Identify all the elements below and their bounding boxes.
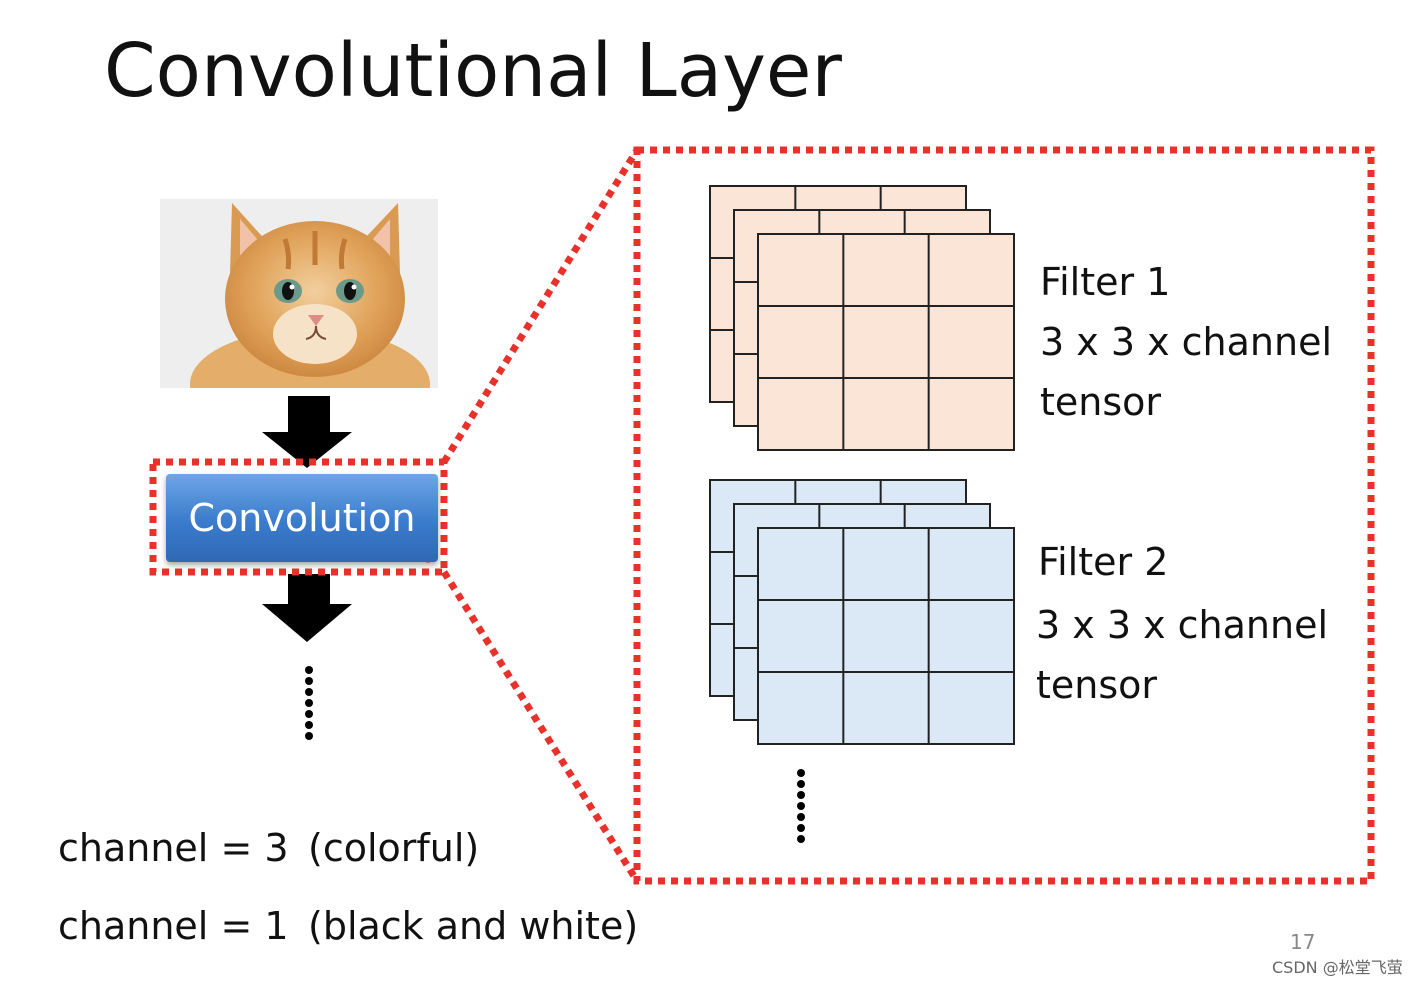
channel-1-text: channel = 1 [58,904,289,948]
slide-title: Convolutional Layer [104,28,842,114]
channel-3-text: channel = 3 [58,826,289,870]
filter-1-name: Filter 1 [1040,260,1171,304]
convolution-highlight [149,458,448,576]
filter-2-name: Filter 2 [1038,540,1169,584]
page-number: 17 [1290,930,1316,954]
filter-1-shape: 3 x 3 x channel [1040,320,1333,364]
vertical-ellipsis-icon [305,666,313,740]
convolution-block: Convolution [166,474,438,562]
down-arrow-icon [262,574,352,642]
channel-3-meaning: (colorful) [308,826,480,870]
filter-2-kind: tensor [1036,663,1158,707]
zoom-box [633,146,1375,885]
zoom-connector-bottom [441,570,640,883]
filter-1-stack [709,185,1015,451]
channel-1-meaning: (black and white) [308,904,639,948]
filter-channel-layer [757,233,1015,451]
zoom-connector-top [441,148,640,464]
down-arrow-icon [262,396,352,468]
watermark: CSDN @松堂飞萤 [1272,958,1403,977]
cat-image [160,199,438,388]
filter-1-kind: tensor [1040,380,1162,424]
filter-2-shape: 3 x 3 x channel [1036,603,1329,647]
filter-channel-layer [757,527,1015,745]
vertical-ellipsis-icon [797,769,805,843]
filter-2-stack [709,479,1015,745]
